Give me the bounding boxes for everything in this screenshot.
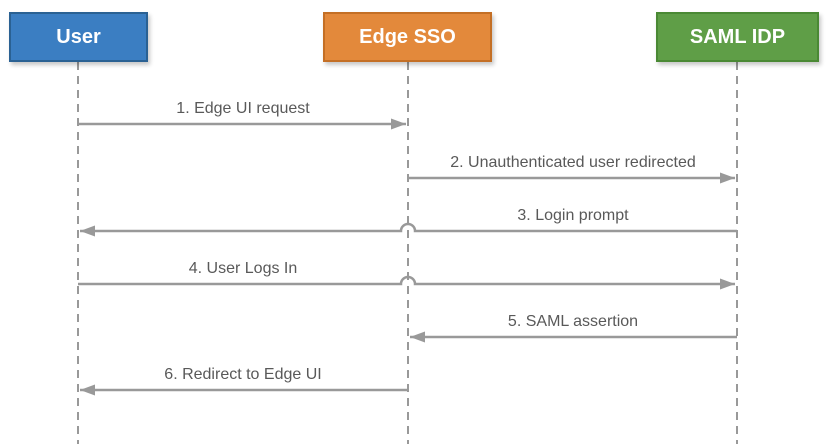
message-1-label: 1. Edge UI request — [176, 100, 310, 117]
message-3-arrow — [80, 222, 737, 237]
message-3-label: 3. Login prompt — [517, 207, 629, 224]
message-6-label: 6. Redirect to Edge UI — [164, 366, 322, 383]
actor-box-user: User — [9, 12, 148, 62]
message-2-label: 2. Unauthenticated user redirected — [450, 154, 696, 171]
actor-label-edge-sso: Edge SSO — [359, 25, 456, 48]
message-5-label: 5. SAML assertion — [507, 313, 639, 330]
message-4-label: 4. User Logs In — [188, 260, 298, 277]
actor-label-user: User — [56, 25, 101, 48]
actor-box-edge-sso: Edge SSO — [323, 12, 492, 62]
actor-label-saml-idp: SAML IDP — [689, 25, 786, 48]
message-4-arrow — [78, 275, 735, 290]
actor-box-saml-idp: SAML IDP — [656, 12, 819, 62]
